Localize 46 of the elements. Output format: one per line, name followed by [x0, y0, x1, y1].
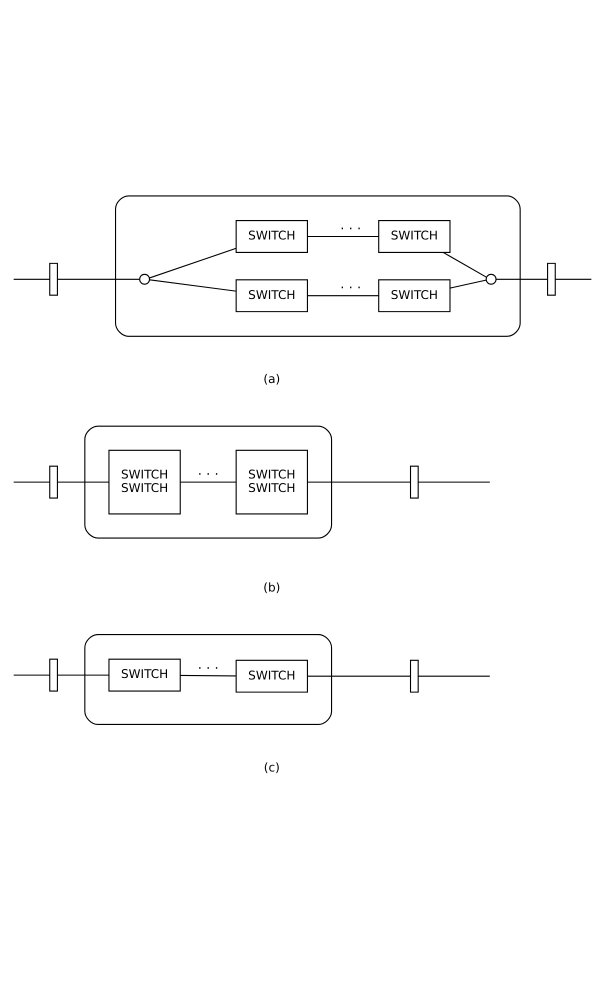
cluster	[115, 195, 521, 337]
connector	[556, 278, 592, 280]
connector	[180, 674, 236, 676]
label: (a)	[263, 372, 280, 386]
node-box	[410, 466, 419, 499]
connector	[150, 279, 236, 292]
connector	[58, 278, 140, 280]
connector	[14, 278, 50, 280]
node-box	[49, 262, 58, 296]
edge-label: · · ·	[198, 467, 219, 482]
connector	[418, 676, 490, 677]
connector	[180, 482, 236, 483]
label: (c)	[264, 760, 280, 774]
connector	[14, 674, 50, 676]
cluster	[84, 634, 332, 726]
node-box	[410, 660, 419, 693]
edge-label: · · ·	[198, 661, 219, 676]
cluster	[84, 426, 332, 539]
connector	[58, 674, 109, 676]
connector	[308, 676, 410, 677]
node-box: SWITCH	[236, 660, 308, 693]
node-box: SWITCH SWITCH	[236, 450, 308, 514]
connector	[58, 482, 109, 483]
connector	[308, 295, 378, 296]
node-box: SWITCH	[236, 279, 308, 312]
node-box: SWITCH	[378, 279, 451, 312]
edge-label: · · ·	[340, 222, 362, 237]
connector	[308, 236, 378, 238]
connector	[418, 482, 490, 483]
edge-label: · · ·	[340, 280, 362, 296]
node-box: SWITCH	[378, 220, 451, 253]
connector	[308, 482, 410, 483]
node-box	[547, 262, 556, 296]
connector	[496, 278, 548, 280]
connector	[442, 252, 486, 278]
node-box: SWITCH	[236, 220, 308, 253]
connector	[14, 482, 50, 483]
node-circle	[486, 274, 497, 285]
node-box: SWITCH SWITCH	[108, 450, 181, 514]
node-box	[49, 658, 58, 692]
node-box: SWITCH	[108, 658, 181, 692]
node-box	[49, 466, 58, 499]
connector	[450, 280, 486, 289]
connector	[149, 248, 236, 278]
label: (b)	[263, 580, 280, 595]
node-circle	[139, 274, 150, 285]
